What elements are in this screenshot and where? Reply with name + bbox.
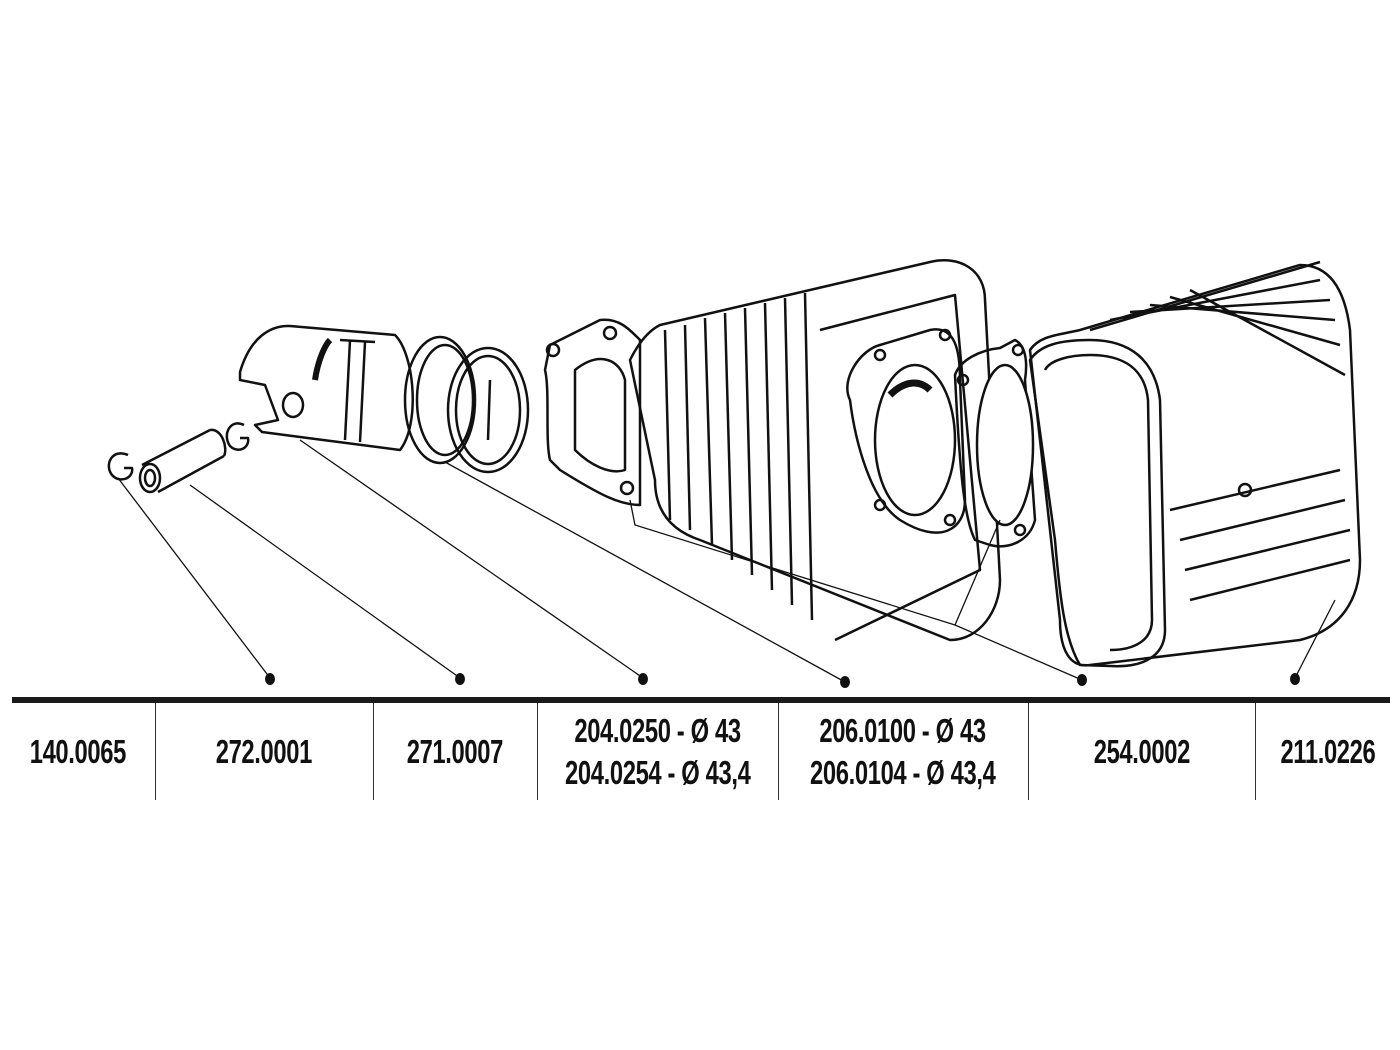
part-number-cell: 204.0250 - Ø 43 204.0254 - Ø 43,4 (537, 703, 778, 800)
piston (238, 324, 414, 452)
cylinder-head (1028, 260, 1362, 668)
part-number: 272.0001 (215, 732, 313, 770)
part-number: 140.0065 (29, 732, 126, 770)
base-gasket (543, 318, 642, 507)
part-number-cell: 140.0065 (0, 703, 155, 800)
cylinder (628, 259, 1002, 642)
leader-lines (117, 439, 1336, 683)
part-number-cell: 254.0002 (1028, 703, 1255, 800)
part-number: 271.0007 (406, 732, 504, 770)
part-number-cell: 272.0001 (155, 703, 373, 800)
part-number: 204.0254 - Ø 43,4 (564, 753, 751, 791)
column-divider (1028, 703, 1029, 800)
column-divider (778, 703, 779, 800)
circlip-left (107, 452, 134, 481)
part-number-cell: 211.0226 (1255, 703, 1400, 800)
column-divider (537, 703, 538, 800)
column-divider (1255, 703, 1256, 800)
piston-pin (138, 428, 227, 494)
part-number-cell: 271.0007 (373, 703, 537, 800)
piston-rings (403, 335, 530, 474)
head-gasket (953, 338, 1037, 548)
part-number: 206.0104 - Ø 43,4 (810, 753, 996, 791)
table-top-rule (12, 697, 1390, 703)
part-number: 206.0100 - Ø 43 (819, 711, 987, 749)
exploded-parts-diagram (107, 259, 1362, 688)
circlip-right (225, 422, 250, 451)
part-number: 211.0226 (1280, 732, 1375, 770)
part-number: 254.0002 (1093, 732, 1190, 770)
part-number-cell: 206.0100 - Ø 43 206.0104 - Ø 43,4 (778, 703, 1028, 800)
column-divider (155, 703, 156, 800)
callout-dots (265, 673, 1300, 688)
part-number: 204.0250 - Ø 43 (574, 711, 741, 749)
column-divider (373, 703, 374, 800)
